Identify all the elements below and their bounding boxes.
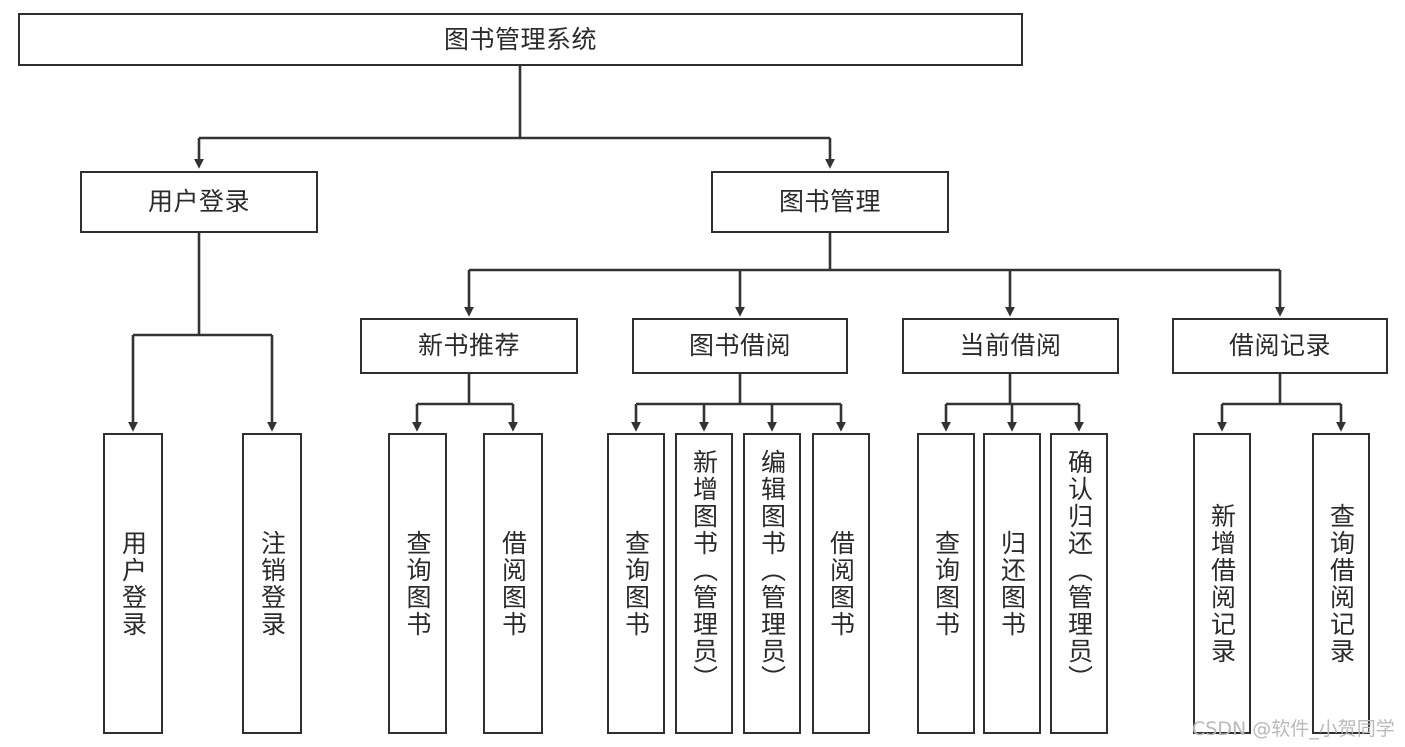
node-leaf-confirm-return-label: 确认归还（管理员）	[1064, 449, 1094, 692]
node-leaf-add-book-label: 新增图书（管理员）	[689, 449, 719, 692]
node-leaf-logout-label: 注销登录	[257, 529, 287, 638]
node-leaf-query-book-borrow[interactable]: 查询图书	[607, 433, 665, 734]
node-leaf-user-login-label: 用户登录	[118, 529, 148, 638]
node-leaf-query-borrow-record[interactable]: 查询借阅记录	[1312, 433, 1370, 734]
watermark: CSDN @软件_小贺同学	[1192, 718, 1395, 740]
node-current-borrow[interactable]: 当前借阅	[902, 318, 1119, 374]
node-leaf-borrow-book-borrow-label: 借阅图书	[826, 529, 856, 638]
node-leaf-logout[interactable]: 注销登录	[242, 433, 302, 734]
node-user-login-label: 用户登录	[147, 187, 250, 216]
node-leaf-edit-book[interactable]: 编辑图书（管理员）	[743, 433, 801, 734]
node-leaf-query-book-current[interactable]: 查询图书	[917, 433, 975, 734]
node-borrow-record-label: 借阅记录	[1228, 331, 1331, 360]
node-root-label: 图书管理系统	[443, 24, 597, 54]
node-book-borrow[interactable]: 图书借阅	[632, 318, 848, 374]
node-root[interactable]: 图书管理系统	[18, 13, 1023, 66]
node-leaf-query-book-recommend[interactable]: 查询图书	[388, 433, 447, 734]
node-leaf-confirm-return[interactable]: 确认归还（管理员）	[1050, 433, 1108, 734]
node-new-book-recommend[interactable]: 新书推荐	[360, 318, 578, 374]
node-leaf-user-login[interactable]: 用户登录	[103, 433, 163, 734]
node-current-borrow-label: 当前借阅	[959, 331, 1062, 360]
node-new-book-recommend-label: 新书推荐	[417, 331, 520, 360]
node-leaf-borrow-book-borrow[interactable]: 借阅图书	[812, 433, 870, 734]
node-leaf-query-book-current-label: 查询图书	[931, 529, 961, 638]
node-leaf-add-borrow-record-label: 新增借阅记录	[1207, 502, 1237, 665]
node-book-manage[interactable]: 图书管理	[711, 171, 949, 233]
node-book-borrow-label: 图书借阅	[688, 331, 791, 360]
node-leaf-add-borrow-record[interactable]: 新增借阅记录	[1193, 433, 1251, 734]
node-leaf-borrow-book-recommend[interactable]: 借阅图书	[483, 433, 543, 734]
node-leaf-add-book[interactable]: 新增图书（管理员）	[675, 433, 733, 734]
node-leaf-return-book[interactable]: 归还图书	[983, 433, 1041, 734]
node-leaf-borrow-book-recommend-label: 借阅图书	[498, 529, 528, 638]
node-leaf-query-book-recommend-label: 查询图书	[403, 529, 432, 638]
node-leaf-edit-book-label: 编辑图书（管理员）	[757, 449, 787, 692]
node-leaf-return-book-label: 归还图书	[997, 529, 1027, 638]
node-book-manage-label: 图书管理	[778, 187, 881, 216]
node-borrow-record[interactable]: 借阅记录	[1172, 318, 1388, 374]
node-leaf-query-book-borrow-label: 查询图书	[621, 529, 651, 638]
node-user-login[interactable]: 用户登录	[80, 171, 318, 233]
node-leaf-query-borrow-record-label: 查询借阅记录	[1326, 502, 1356, 665]
